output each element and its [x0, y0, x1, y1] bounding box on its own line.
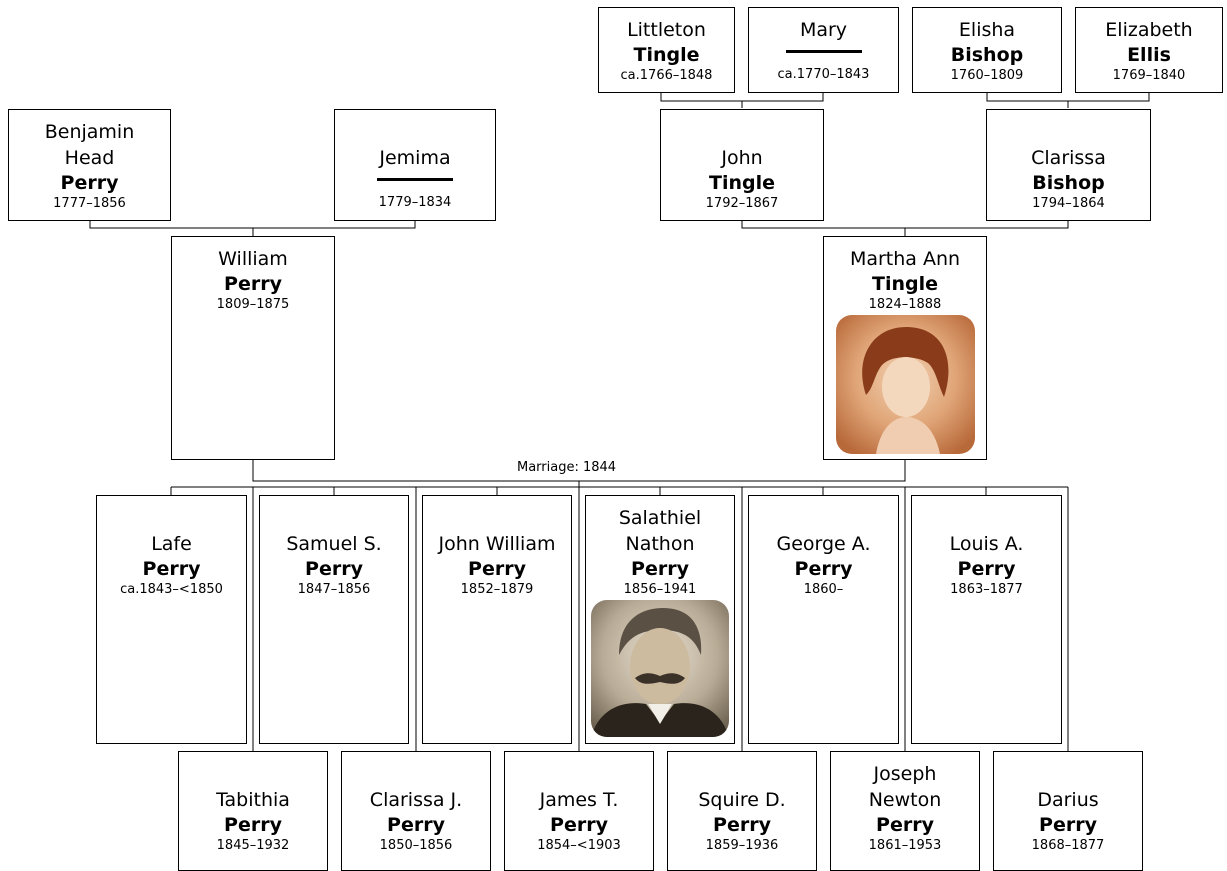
life-dates: 1861–1953 [868, 838, 942, 853]
person-card-mary[interactable]: Mary ca.1770–1843 [748, 7, 899, 93]
given-name: Clarissa [1031, 147, 1106, 169]
surname: Perry [1039, 814, 1097, 836]
given-name: John [721, 147, 763, 169]
life-dates: 1794–1864 [1032, 196, 1105, 211]
given-name: Louis A. [949, 533, 1024, 555]
surname: Perry [713, 814, 771, 836]
person-card-william-perry[interactable]: William Perry 1809–1875 [171, 236, 335, 460]
given-name: Mary [799, 19, 848, 41]
person-card-tabithia-perry[interactable]: Tabithia Perry 1845–1932 [178, 751, 328, 871]
unknown-surname-line [785, 50, 862, 53]
person-card-salathiel-nathon-perry[interactable]: Salathiel Nathon Perry 1856–1941 [585, 495, 735, 744]
given-name: George A. [776, 533, 871, 555]
life-dates: 1854–<1903 [537, 838, 621, 853]
life-dates: ca.1770–1843 [777, 67, 870, 82]
person-card-joseph-newton-perry[interactable]: Joseph Newton Perry 1861–1953 [830, 751, 980, 871]
person-card-darius-perry[interactable]: Darius Perry 1868–1877 [993, 751, 1143, 871]
person-card-squire-d-perry[interactable]: Squire D. Perry 1859–1936 [667, 751, 817, 871]
given-name: Clarissa J. [369, 789, 463, 811]
given-name: Lafe [151, 533, 192, 555]
life-dates: 1868–1877 [1031, 838, 1105, 853]
life-dates: 1847–1856 [297, 582, 371, 597]
person-card-lafe-perry[interactable]: Lafe Perry ca.1843–<1850 [96, 495, 247, 744]
given-name: Squire D. [698, 789, 786, 811]
life-dates: 1856–1941 [623, 582, 697, 597]
given-name: Elisha [958, 19, 1016, 41]
given-name: Tabithia [216, 789, 290, 811]
person-card-louis-a-perry[interactable]: Louis A. Perry 1863–1877 [911, 495, 1062, 744]
portrait-photo [591, 600, 729, 737]
surname: Tingle [633, 44, 700, 66]
surname: Perry [794, 558, 853, 580]
life-dates: 1760–1809 [950, 68, 1024, 83]
person-card-elizabeth-ellis[interactable]: Elizabeth Ellis 1769–1840 [1075, 7, 1223, 93]
given-name-second: Nathon [625, 533, 695, 555]
marriage-label: Marriage: 1844 [515, 460, 619, 475]
surname: Perry [876, 814, 934, 836]
life-dates: 1769–1840 [1112, 68, 1186, 83]
surname: Perry [142, 558, 201, 580]
life-dates: ca.1766–1848 [620, 68, 713, 83]
person-card-littleton-tingle[interactable]: Littleton Tingle ca.1766–1848 [598, 7, 735, 93]
person-card-elisha-bishop[interactable]: Elisha Bishop 1760–1809 [912, 7, 1062, 93]
surname: Bishop [950, 44, 1024, 66]
surname: Perry [224, 814, 282, 836]
life-dates: 1850–1856 [379, 838, 453, 853]
person-card-clarissa-bishop[interactable]: Clarissa Bishop 1794–1864 [986, 109, 1151, 221]
surname: Perry [224, 273, 282, 295]
life-dates: 1779–1834 [378, 195, 452, 210]
given-name-second: Head [64, 147, 115, 169]
life-dates: 1824–1888 [868, 297, 942, 312]
life-dates: 1852–1879 [460, 582, 534, 597]
life-dates: 1845–1932 [216, 838, 290, 853]
portrait-photo [835, 315, 975, 454]
surname: Tingle [872, 273, 938, 295]
surname: Perry [631, 558, 689, 580]
life-dates: 1792–1867 [705, 196, 779, 211]
given-name: John William [438, 533, 556, 555]
surname: Perry [60, 172, 119, 194]
given-name: James T. [539, 789, 619, 811]
unknown-surname-line [377, 178, 453, 181]
given-name-second: Newton [868, 789, 942, 811]
person-card-john-william-perry[interactable]: John William Perry 1852–1879 [422, 495, 572, 744]
surname: Tingle [709, 172, 775, 194]
person-card-martha-ann-tingle[interactable]: Martha Ann Tingle 1824–1888 [823, 236, 987, 460]
person-card-george-a-perry[interactable]: George A. Perry 1860– [748, 495, 899, 744]
surname: Bishop [1032, 172, 1105, 194]
surname: Perry [550, 814, 608, 836]
person-card-jemima[interactable]: Jemima 1779–1834 [334, 109, 496, 221]
given-name-first: Benjamin [44, 121, 135, 143]
surname: Perry [468, 558, 526, 580]
given-name: Littleton [627, 19, 706, 41]
given-name: Darius [1037, 789, 1099, 811]
person-card-samuel-s-perry[interactable]: Samuel S. Perry 1847–1856 [259, 495, 409, 744]
person-card-clarissa-j-perry[interactable]: Clarissa J. Perry 1850–1856 [341, 751, 491, 871]
life-dates: 1863–1877 [950, 582, 1023, 597]
given-name: Martha Ann [849, 248, 961, 270]
surname: Perry [305, 558, 363, 580]
person-card-benjamin-head-perry[interactable]: Benjamin Head Perry 1777–1856 [8, 109, 171, 221]
life-dates: 1777–1856 [53, 196, 126, 211]
surname: Perry [387, 814, 445, 836]
life-dates: 1860– [803, 582, 844, 597]
given-name-first: Joseph [873, 763, 937, 785]
person-card-john-tingle[interactable]: John Tingle 1792–1867 [660, 109, 824, 221]
life-dates: 1809–1875 [216, 297, 290, 312]
person-card-james-t-perry[interactable]: James T. Perry 1854–<1903 [504, 751, 654, 871]
given-name: Samuel S. [286, 533, 382, 555]
surname: Ellis [1127, 44, 1171, 66]
given-name-first: Salathiel [618, 507, 702, 529]
life-dates: ca.1843–<1850 [120, 582, 223, 597]
given-name: William [218, 248, 288, 270]
life-dates: 1859–1936 [705, 838, 779, 853]
given-name: Jemima [379, 147, 451, 169]
given-name: Elizabeth [1105, 19, 1193, 41]
surname: Perry [957, 558, 1016, 580]
